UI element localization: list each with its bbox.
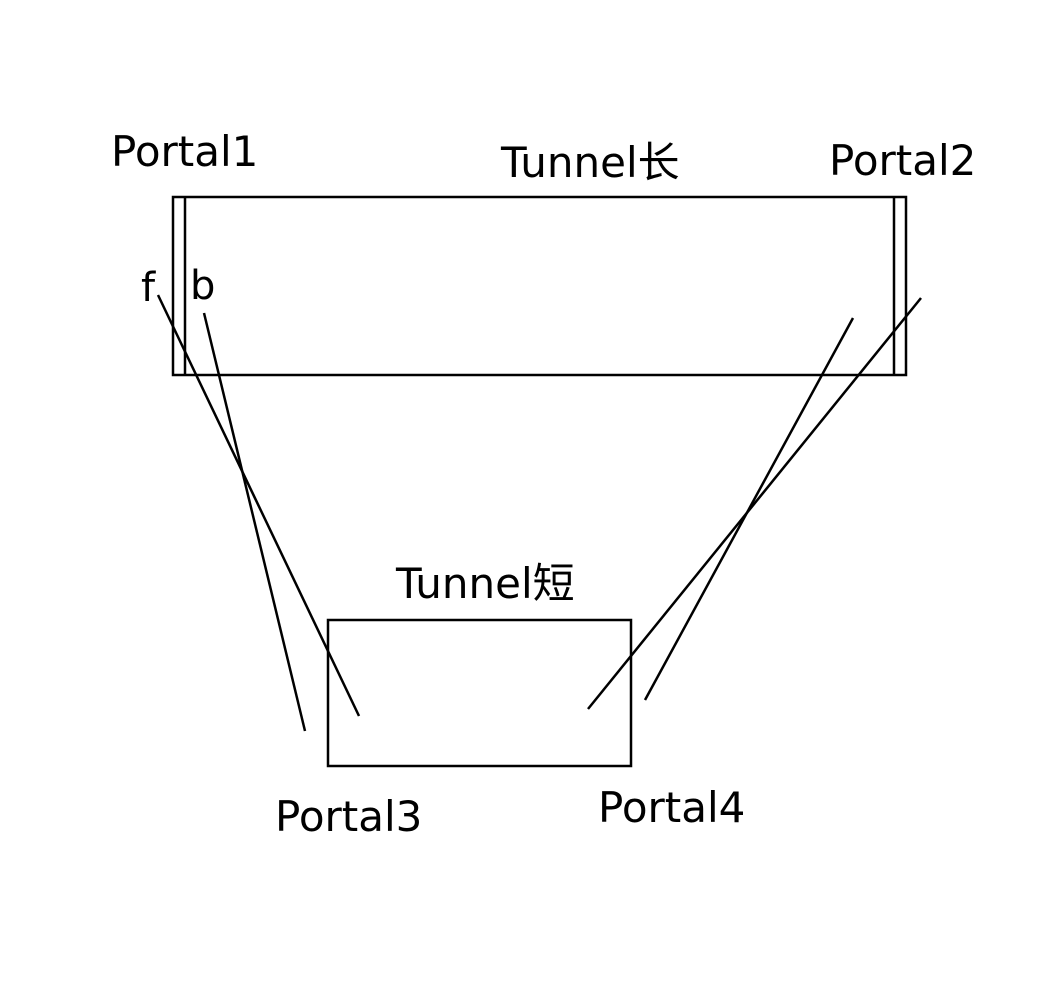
portal3-label: Portal3 — [275, 792, 422, 841]
front-link-line — [156, 294, 361, 717]
short-tunnel-box — [326, 618, 633, 768]
back-label: b — [190, 263, 215, 309]
front-label: f — [141, 265, 156, 311]
portal2-label: Portal2 — [829, 136, 976, 185]
tunnel-short-label: Tunnel短 — [395, 559, 575, 608]
portal1-label: Portal1 — [111, 127, 258, 176]
tunnel-long-label: Tunnel长 — [500, 138, 680, 187]
portal4-label: Portal4 — [598, 783, 745, 832]
portal2-link-line-b — [587, 297, 922, 710]
back-link-line — [202, 312, 307, 732]
long-tunnel-box — [171, 195, 908, 377]
